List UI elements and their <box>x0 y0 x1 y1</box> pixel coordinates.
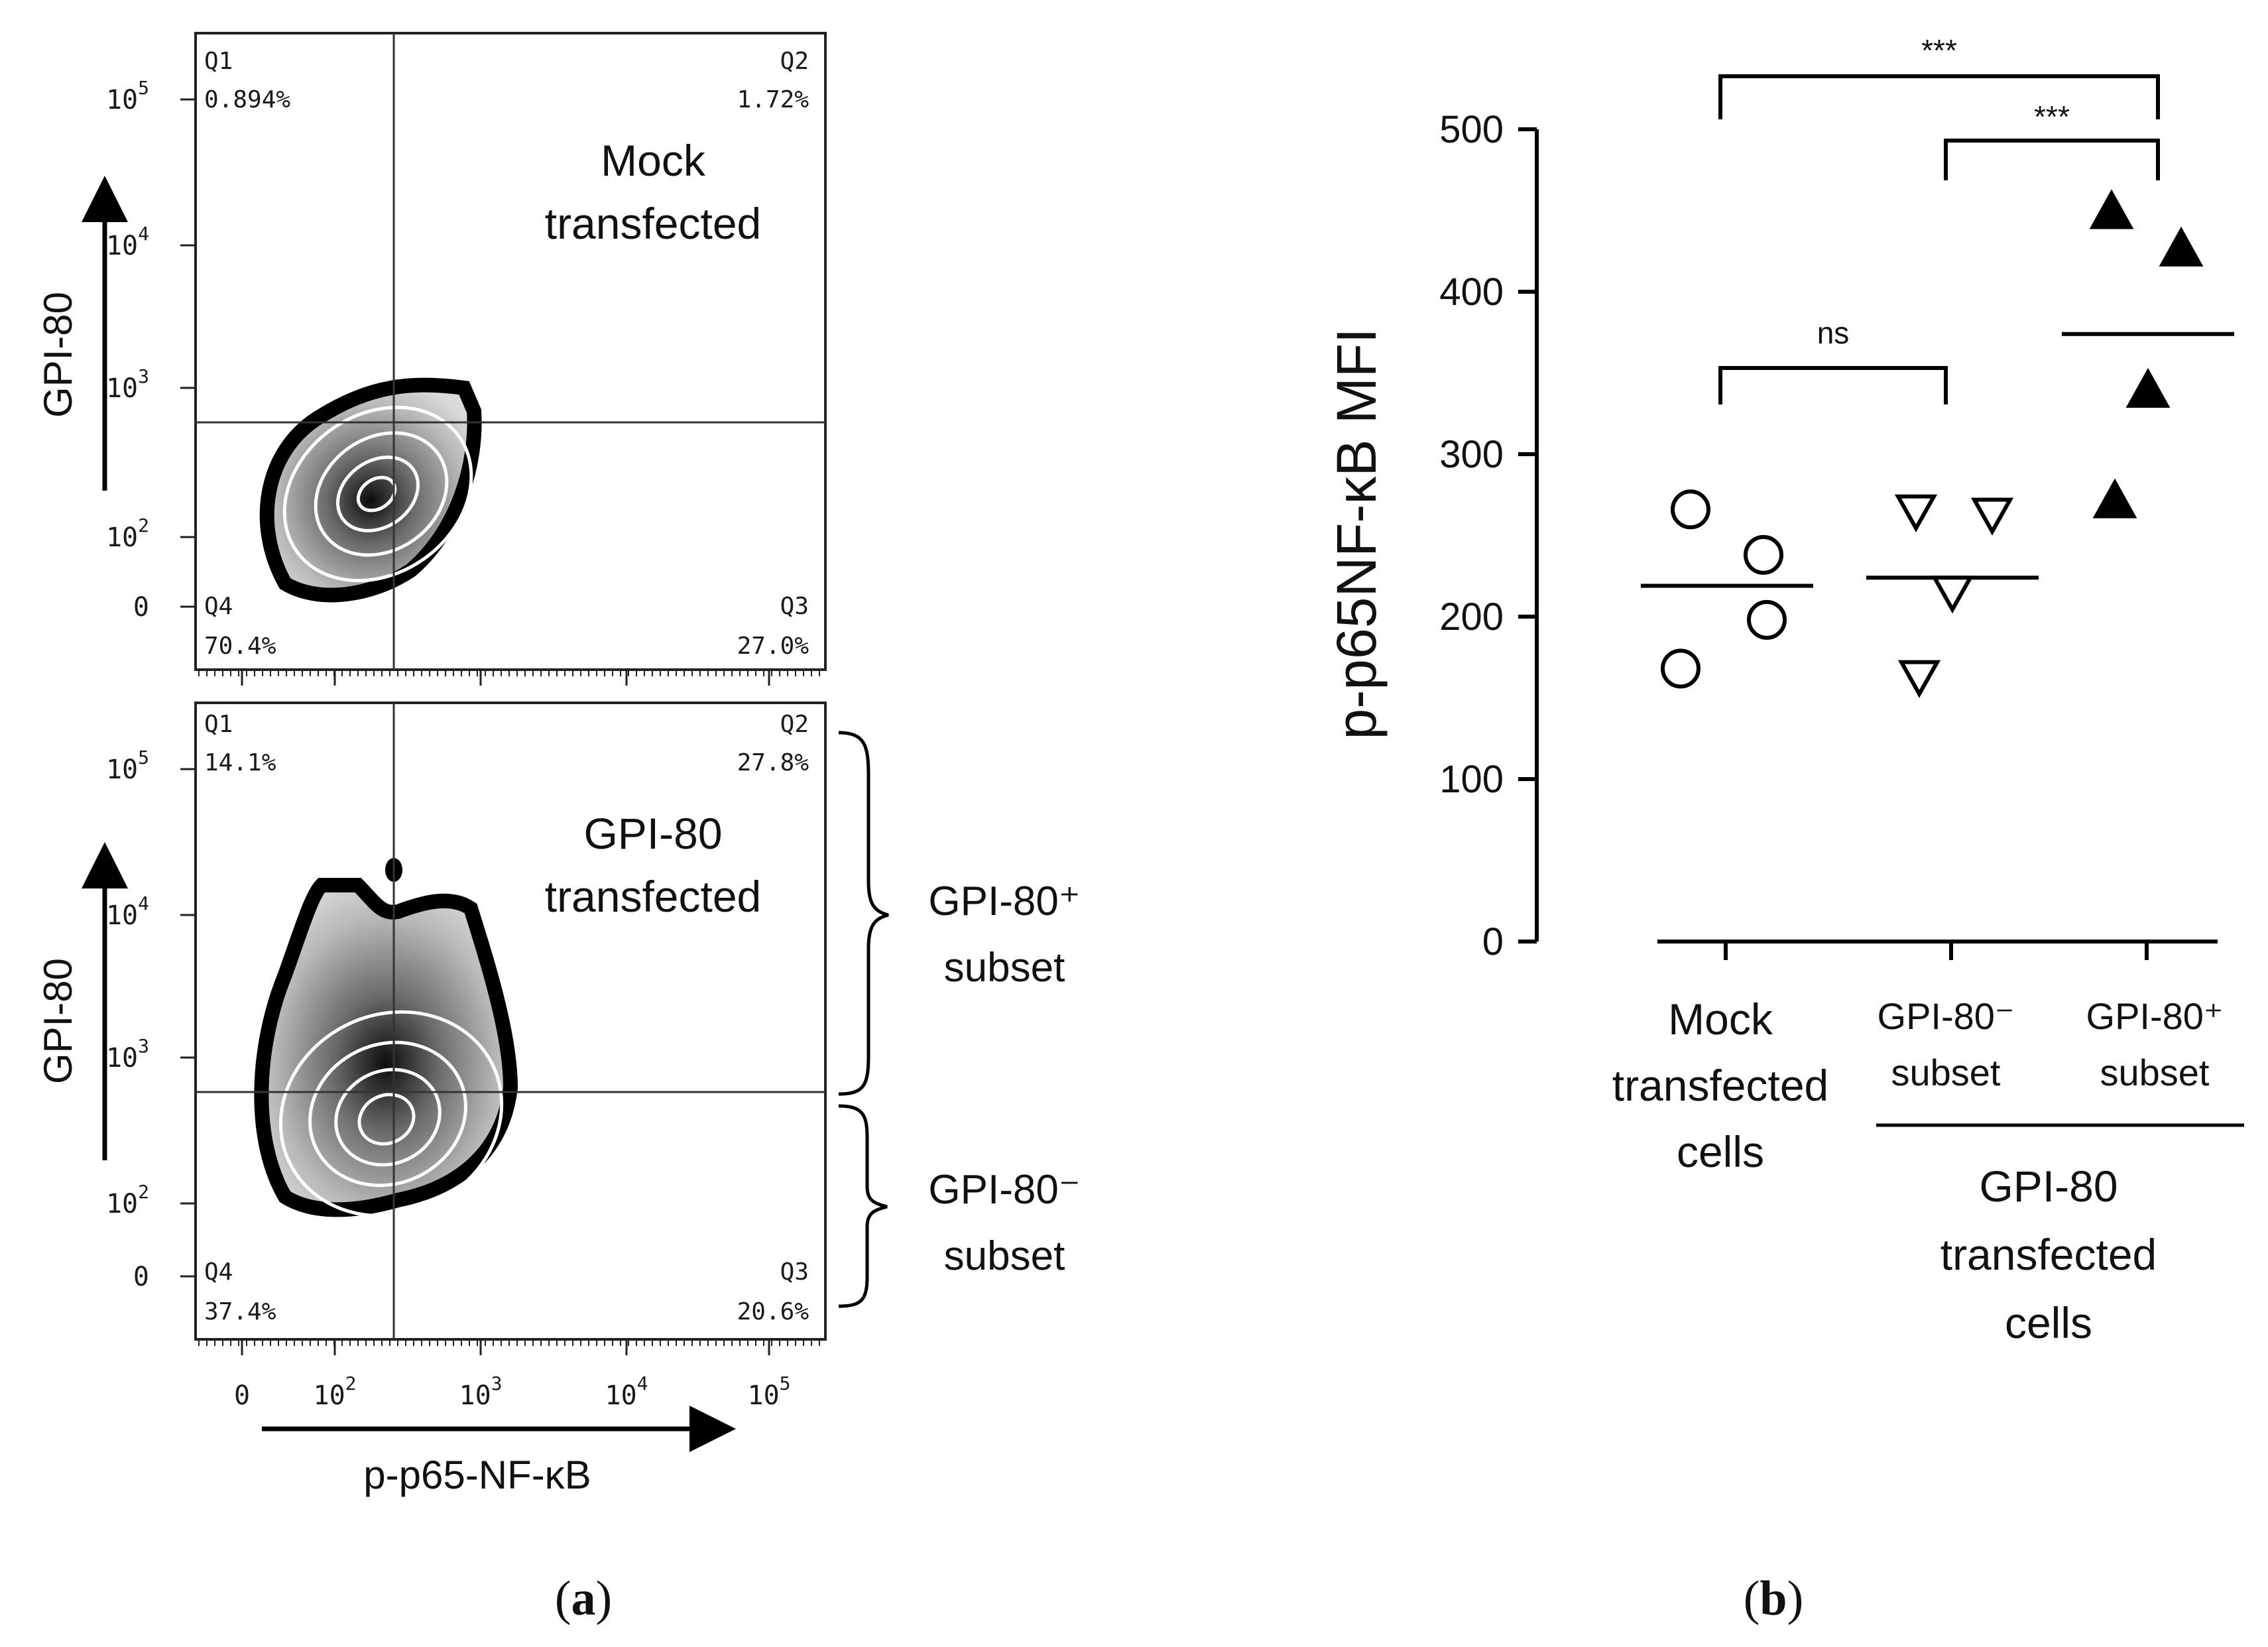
y-tick-exponent: 4 <box>138 223 149 245</box>
x-category-label: subset <box>2100 1052 2210 1093</box>
data-point <box>1744 534 1783 575</box>
q2-value: 1.72% <box>737 86 809 113</box>
q1-name: Q1 <box>204 48 233 75</box>
q1-name: Q1 <box>204 711 233 738</box>
y-tick-label: 0 <box>1482 920 1504 963</box>
y-axis-label-bottom: GPI-80 <box>36 958 80 1084</box>
y-tick-label: 102 <box>106 1181 149 1219</box>
y-tick-label: 500 <box>1439 108 1504 151</box>
x-tick-exponent: 4 <box>637 1372 648 1394</box>
q4-name: Q4 <box>204 593 233 620</box>
q3-name: Q3 <box>780 593 809 620</box>
data-point <box>2092 478 2137 518</box>
y-tick-label: 105 <box>106 77 149 115</box>
density-contour <box>259 377 482 603</box>
sig-bracket-3 <box>1718 366 1948 404</box>
y-tick-exponent: 5 <box>138 77 149 99</box>
y-tick-label: 300 <box>1439 433 1504 476</box>
q3-value: 20.6% <box>737 1298 809 1325</box>
plot-label-line1: GPI-80 <box>583 809 722 858</box>
x-category-label: Mock <box>1668 995 1773 1044</box>
q4-value: 70.4% <box>204 633 276 660</box>
data-point <box>2089 189 2134 229</box>
data-point <box>1894 494 1938 532</box>
y-tick-exponent: 2 <box>138 515 149 536</box>
y-tick-label: 104 <box>106 892 149 931</box>
scatter-chart: p-p65NF-κB MFI 0 100 200 300 400 500 Mock tran… <box>1325 33 2244 1347</box>
brace-positive <box>838 731 889 1096</box>
x-axis-label: p-p65-NF-κB <box>363 1453 591 1497</box>
bracket-neg-line1: GPI-80⁻ <box>928 1167 1080 1213</box>
y-tick-label: 104 <box>106 223 149 261</box>
q2-value: 27.8% <box>737 749 809 776</box>
y-tick-label: 103 <box>106 365 149 404</box>
q1-value: 0.894% <box>204 86 290 113</box>
data-point <box>2125 367 2171 408</box>
plot-label-line2: transfected <box>545 199 762 248</box>
bracket-pos-line1: GPI-80⁺ <box>928 879 1080 924</box>
q3-value: 27.0% <box>737 633 809 660</box>
group-label-line1: GPI-80 <box>1979 1162 2118 1211</box>
sig-label: ns <box>1817 316 1850 350</box>
sig-bracket-2 <box>1944 139 2160 180</box>
y-tick-label: 100 <box>1439 758 1504 801</box>
y-tick-label: 200 <box>1439 595 1504 639</box>
data-point <box>1897 660 1941 698</box>
sig-label: *** <box>1921 33 1957 68</box>
sig-label: *** <box>2034 99 2070 134</box>
x-category-label: subset <box>1891 1052 2001 1093</box>
y-tick-exponent: 5 <box>138 747 149 768</box>
q1-value: 14.1% <box>204 749 276 776</box>
q4-name: Q4 <box>204 1258 233 1286</box>
plot-label-line2: transfected <box>545 872 762 921</box>
x-tick-label: 103 <box>459 1372 502 1411</box>
q4-value: 37.4% <box>204 1298 276 1325</box>
y-tick-exponent: 3 <box>138 365 149 387</box>
y-tick-exponent: 4 <box>138 892 149 914</box>
x-category-label: transfected <box>1612 1061 1829 1110</box>
x-tick-label: 104 <box>605 1372 648 1411</box>
bracket-neg-line2: subset <box>944 1233 1065 1279</box>
caption-b: (b) <box>1744 1571 1803 1626</box>
y-axis-label-top: GPI-80 <box>36 292 80 418</box>
data-point <box>1671 489 1710 530</box>
x-category-label: GPI-80⁺ <box>2086 995 2224 1037</box>
flow-plot-mock: Q1 0.894% Q2 1.72% Q3 27.0% Q4 70.4% Moc… <box>194 32 827 671</box>
y-tick-label: 0 <box>133 592 149 623</box>
data-point <box>1747 599 1787 640</box>
y-tick-label: 400 <box>1439 271 1504 314</box>
data-point <box>1931 576 1974 614</box>
data-point <box>2159 226 2204 267</box>
flow-plot-gpi80: Q1 14.1% Q2 27.8% Q3 20.6% Q4 37.4% GPI-… <box>194 702 1081 1341</box>
y-tick-label: 103 <box>106 1035 149 1073</box>
q2-name: Q2 <box>780 48 809 75</box>
y-tick-exponent: 3 <box>138 1035 149 1057</box>
x-tick-label: 105 <box>747 1372 790 1411</box>
y-tick-label: 0 <box>133 1262 149 1292</box>
q3-name: Q3 <box>780 1258 809 1286</box>
data-point <box>1970 497 2014 536</box>
x-tick-exponent: 2 <box>345 1372 357 1394</box>
x-tick-exponent: 5 <box>780 1372 791 1394</box>
x-category-label: cells <box>1677 1127 1764 1176</box>
y-tick-exponent: 2 <box>138 1181 149 1203</box>
y-axis-title: p-p65NF-κB MFI <box>1325 328 1388 740</box>
y-tick-label: 102 <box>106 515 149 553</box>
bracket-pos-line2: subset <box>944 945 1065 991</box>
group-label-line3: cells <box>2005 1298 2092 1347</box>
sig-bracket-1 <box>1718 74 2160 119</box>
x-tick-exponent: 3 <box>491 1372 503 1394</box>
y-tick-label: 105 <box>106 747 149 785</box>
q2-name: Q2 <box>780 711 809 738</box>
density-contour <box>254 858 518 1218</box>
x-tick-label: 0 <box>234 1380 250 1411</box>
x-tick-label: 102 <box>313 1372 356 1411</box>
plot-label-line1: Mock <box>601 136 706 185</box>
data-point <box>1661 648 1701 689</box>
group-label-line2: transfected <box>1940 1230 2157 1279</box>
x-category-label: GPI-80⁻ <box>1878 995 2015 1037</box>
caption-a: (a) <box>555 1571 612 1626</box>
brace-negative <box>838 1104 888 1308</box>
